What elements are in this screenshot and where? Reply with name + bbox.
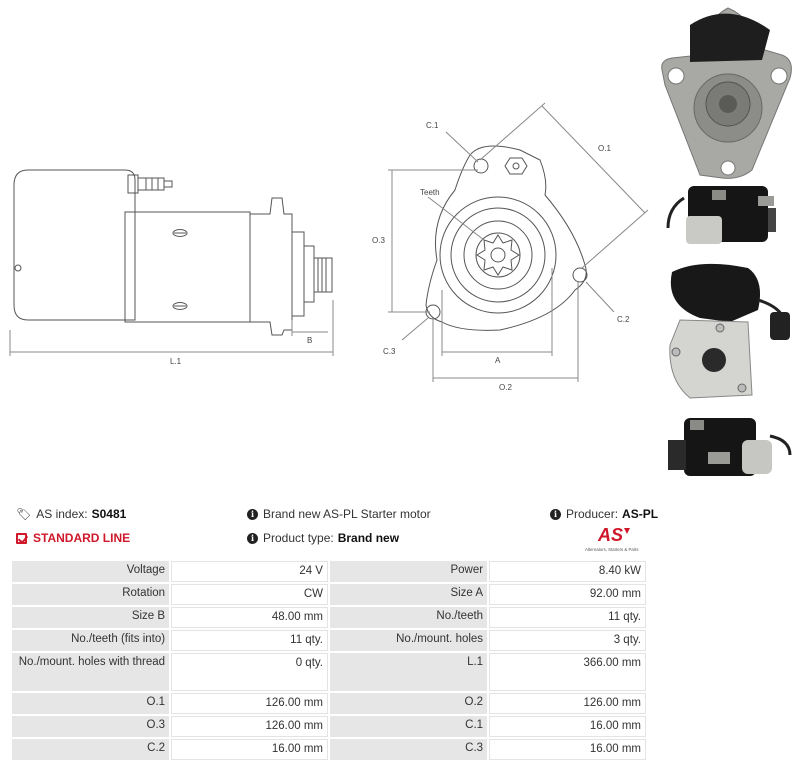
product-photo-front: [661, 7, 792, 179]
producer: i Producer: AS-PL: [550, 507, 658, 521]
logo-text: AS: [597, 525, 623, 545]
label-teeth: Teeth: [420, 188, 440, 197]
label-c1: C.1: [426, 121, 439, 130]
producer-value: AS-PL: [622, 507, 659, 521]
product-type-value: Brand new: [337, 531, 400, 545]
description: i Brand new AS-PL Starter motor: [247, 507, 431, 521]
info-icon: i: [247, 508, 258, 520]
as-index-value: S0481: [91, 507, 127, 521]
description-text: Brand new AS-PL Starter motor: [263, 507, 431, 521]
as-pl-logo: AS Alternators, Starters & Parts: [585, 525, 639, 552]
spec-value: 16.00 mm: [171, 739, 328, 760]
spec-value: 48.00 mm: [171, 607, 328, 628]
spec-value: 0 qty.: [171, 653, 328, 691]
spec-label: Size A: [329, 584, 488, 605]
product-photo-side-bottom: [668, 418, 792, 476]
spec-label: O.2: [329, 693, 488, 714]
table-row: No./teeth (fits into)11 qty.No./mount. h…: [12, 630, 646, 651]
technical-drawings: L.1 B C.1 O.1: [9, 7, 792, 476]
spec-value: 126.00 mm: [171, 716, 328, 737]
standard-line-label: STANDARD LINE: [33, 531, 131, 545]
spec-label: No./mount. holes: [329, 630, 488, 651]
spec-label: Voltage: [12, 561, 170, 582]
label-o3: O.3: [372, 236, 385, 245]
label-c2: C.2: [617, 315, 630, 324]
label-o1: O.1: [598, 144, 611, 153]
as-index: 🏷 AS index: S0481: [16, 507, 126, 521]
spec-value: 92.00 mm: [489, 584, 646, 605]
product-type-label: Product type:: [263, 531, 334, 545]
spec-label: Power: [329, 561, 488, 582]
spec-label: No./teeth (fits into): [12, 630, 170, 651]
info-icon: i: [550, 508, 561, 520]
spec-label: Size B: [12, 607, 170, 628]
spec-label: O.3: [12, 716, 170, 737]
label-l1: L.1: [170, 357, 182, 366]
info-icon: i: [247, 532, 258, 544]
spec-value: 24 V: [171, 561, 328, 582]
standard-line: STANDARD LINE: [16, 531, 130, 545]
label-b: B: [307, 336, 312, 345]
tag-icon: 🏷: [16, 507, 32, 521]
spec-label: No./mount. holes with thread: [12, 653, 170, 691]
spec-value: CW: [171, 584, 328, 605]
spec-value: 8.40 kW: [489, 561, 646, 582]
spec-label: Rotation: [12, 584, 170, 605]
producer-label: Producer:: [566, 507, 619, 521]
product-photo-side-top: [666, 186, 776, 244]
spec-label: No./teeth: [329, 607, 488, 628]
spec-value: 366.00 mm: [489, 653, 646, 691]
label-a: A: [495, 356, 501, 365]
side-view-drawing: [9, 169, 334, 356]
spec-value: 3 qty.: [489, 630, 646, 651]
spec-label: C.3: [329, 739, 488, 760]
spec-value: 126.00 mm: [489, 693, 646, 714]
spec-value: 11 qty.: [489, 607, 646, 628]
front-view-drawing: [388, 102, 649, 382]
label-o2: O.2: [499, 383, 512, 392]
spec-value: 16.00 mm: [489, 739, 646, 760]
spec-value: 11 qty.: [171, 630, 328, 651]
spec-label: C.2: [12, 739, 170, 760]
as-index-label: AS index:: [36, 507, 88, 521]
spec-label: O.1: [12, 693, 170, 714]
spec-value: 16.00 mm: [489, 716, 646, 737]
label-c3: C.3: [383, 347, 396, 356]
spec-label: L.1: [329, 653, 488, 691]
product-photo-rear: [669, 263, 790, 399]
checkbox-icon: [16, 532, 27, 544]
spec-value: 126.00 mm: [171, 693, 328, 714]
product-type: i Product type: Brand new: [247, 531, 399, 545]
logo-tagline: Alternators, Starters & Parts: [585, 547, 639, 552]
product-info: 🏷 AS index: S0481 STANDARD LINE i Brand …: [10, 500, 658, 558]
spec-label: C.1: [329, 716, 488, 737]
